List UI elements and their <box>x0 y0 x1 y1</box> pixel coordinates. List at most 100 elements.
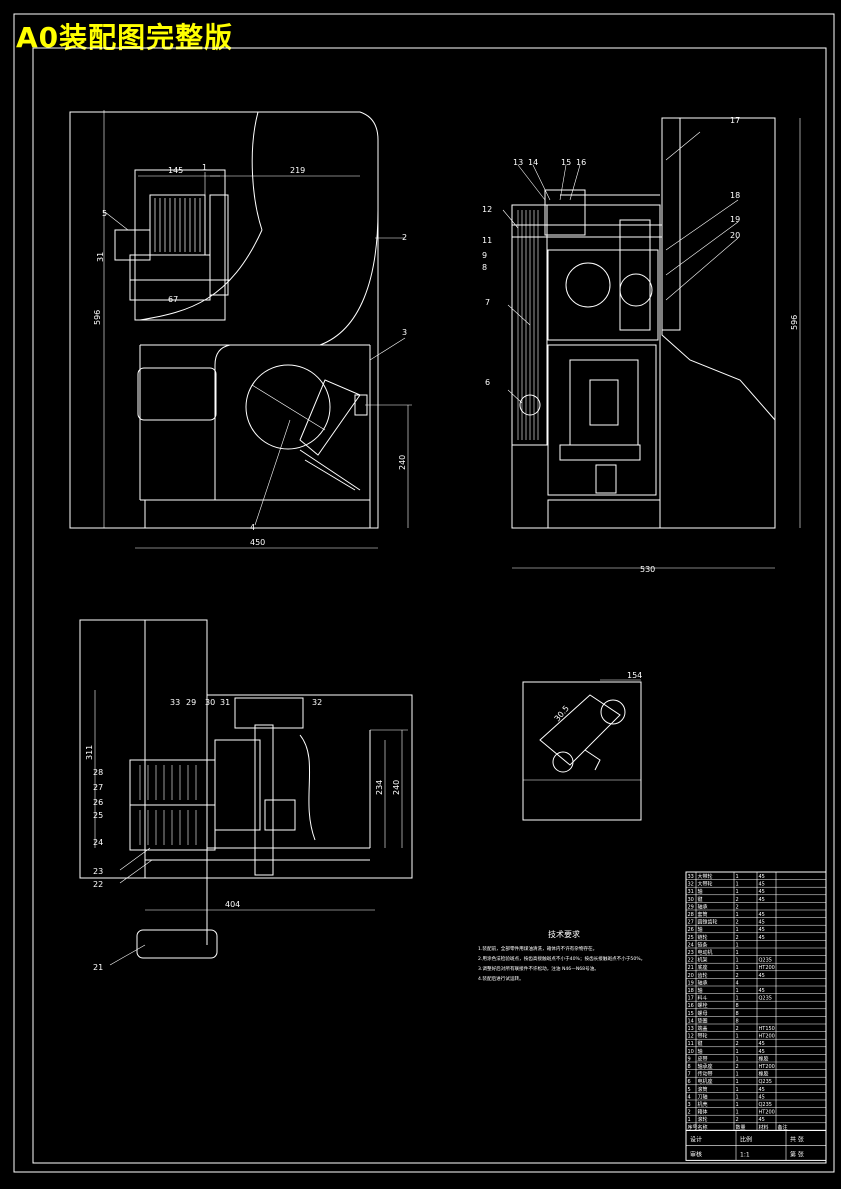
bom-cell: 8 <box>688 1064 691 1070</box>
callout-20: 20 <box>730 231 740 240</box>
dim-450: 450 <box>250 538 265 547</box>
bom-cell: 45 <box>759 874 765 880</box>
bom-cell: 2 <box>736 935 739 941</box>
bom-cell: 轴 <box>698 888 703 895</box>
bom-cell: 1 <box>736 874 739 880</box>
front-view <box>69 111 379 529</box>
bom-cell: 机壳 <box>698 1101 708 1108</box>
bom-cell: 3 <box>688 1102 691 1108</box>
bom-cell: HT200 <box>759 1110 775 1116</box>
side-view <box>511 117 776 529</box>
plan-view-dim-text: 311 240 234 404 33 32 31 30 29 28 27 26 … <box>85 698 401 972</box>
dim-240-plan: 240 <box>392 780 401 795</box>
bom-cell: 键 <box>698 896 703 903</box>
front-view-dim-text: 145 219 31 67 596 240 450 1 2 3 4 5 <box>93 163 407 547</box>
bom-cell: 21 <box>688 965 694 971</box>
callout-16: 16 <box>576 158 586 167</box>
bom-cell: 45 <box>759 889 765 895</box>
bom-cell: 4 <box>688 1094 691 1100</box>
bom-cell: 1 <box>736 950 739 956</box>
callout-12: 12 <box>482 205 492 214</box>
callout-13: 13 <box>513 158 523 167</box>
bom-cell: 19 <box>688 980 694 986</box>
title-block-cell: 1:1 <box>740 1151 750 1158</box>
dim-404: 404 <box>225 900 240 909</box>
bom-cell: 大带轮 <box>698 873 713 880</box>
bom-cell: 45 <box>759 882 765 888</box>
bom-cell: 28 <box>688 912 694 918</box>
callout-7: 7 <box>485 298 490 307</box>
bom-cell: 2 <box>736 897 739 903</box>
bom-cell: 1 <box>736 1049 739 1055</box>
bom-cell: 13 <box>688 1026 694 1032</box>
dim-234: 234 <box>375 780 384 795</box>
bom-cell: 25 <box>688 935 694 941</box>
bom-cell: 1 <box>736 1034 739 1040</box>
callout-26: 26 <box>93 798 103 807</box>
bom-cell: 1 <box>736 996 739 1002</box>
tech-line-2: 2.用涂色法检验斑点，按齿高接触斑点不小于40%；按齿长接触斑点不小于50%。 <box>478 955 645 962</box>
bom-cell: Q235 <box>759 1079 772 1085</box>
callout-19: 19 <box>730 215 740 224</box>
bom-cell: 橡胶 <box>759 1055 769 1062</box>
bom-cell: 2 <box>736 1041 739 1047</box>
callout-1: 1 <box>202 163 207 172</box>
bom-header-cell: 序号 <box>688 1124 698 1131</box>
dim-311: 311 <box>85 745 94 760</box>
bom-cell: 2 <box>736 1026 739 1032</box>
callout-2: 2 <box>402 233 407 242</box>
callout-24: 24 <box>93 838 103 847</box>
callout-33: 33 <box>170 698 180 707</box>
callout-23: 23 <box>93 867 103 876</box>
tech-line-3: 3.调整好后对所有联接件不许松动，注油 N46—N68号油。 <box>478 965 599 972</box>
bom-cell: 刀轴 <box>698 1093 708 1100</box>
tech-line-4: 4.装配后进行试运转。 <box>478 975 524 982</box>
bom-header-cell: 数量 <box>736 1124 746 1131</box>
bom-cell: 轴 <box>698 926 703 933</box>
callout-17: 17 <box>730 116 740 125</box>
bom-cell: 1 <box>736 889 739 895</box>
callout-27: 27 <box>93 783 103 792</box>
bom-cell: 31 <box>688 889 694 895</box>
callout-21: 21 <box>93 963 103 972</box>
bom-cell: 1 <box>736 958 739 964</box>
plan-fins <box>139 765 197 845</box>
callout-18: 18 <box>730 191 740 200</box>
bom-cell: 8 <box>736 1011 739 1017</box>
side-view-dim-text: 596 530 13 14 15 16 17 12 11 9 8 18 19 2… <box>482 116 799 574</box>
bom-cell: 1 <box>688 1117 691 1123</box>
bom-cell: 32 <box>688 882 694 888</box>
bom-cell: 1 <box>736 912 739 918</box>
bom-cell: 底座 <box>698 964 708 971</box>
bom-cell: 1 <box>736 965 739 971</box>
bom-cell: 带轮 <box>698 1033 708 1040</box>
bom-cell: 链条 <box>698 941 708 948</box>
callout-5: 5 <box>102 209 107 218</box>
bom-header-cell: 材料 <box>759 1124 769 1131</box>
bom-cell: 45 <box>759 912 765 918</box>
bom-cell: 6 <box>688 1079 691 1085</box>
bom-cell: 垫圈 <box>698 1017 708 1024</box>
bom-cell: 电动机 <box>698 949 713 956</box>
bom-cell: 45 <box>759 988 765 994</box>
tech-line-1: 1.装配前，全部零件用煤油清洗，箱体内不许有杂物存在。 <box>478 945 597 952</box>
callout-11: 11 <box>482 236 492 245</box>
bom-cell: 螺母 <box>698 1010 708 1017</box>
bom-cell: 14 <box>688 1018 694 1024</box>
callout-22: 22 <box>93 880 103 889</box>
bom-cell: 45 <box>759 1117 765 1123</box>
callout-28: 28 <box>93 768 103 777</box>
bom-cell: 轴 <box>698 1048 703 1055</box>
title-block-cell: 比例 <box>740 1135 752 1143</box>
callout-15: 15 <box>561 158 571 167</box>
bom-cell: 45 <box>759 927 765 933</box>
bom-cell: 16 <box>688 1003 694 1009</box>
callout-29: 29 <box>186 698 196 707</box>
callout-9: 9 <box>482 251 487 260</box>
bom-cell: 1 <box>736 1110 739 1116</box>
bom-cell: 8 <box>736 1018 739 1024</box>
bom-cell: 2 <box>736 973 739 979</box>
bom-cell: 1 <box>736 988 739 994</box>
callout-4: 4 <box>250 523 255 532</box>
